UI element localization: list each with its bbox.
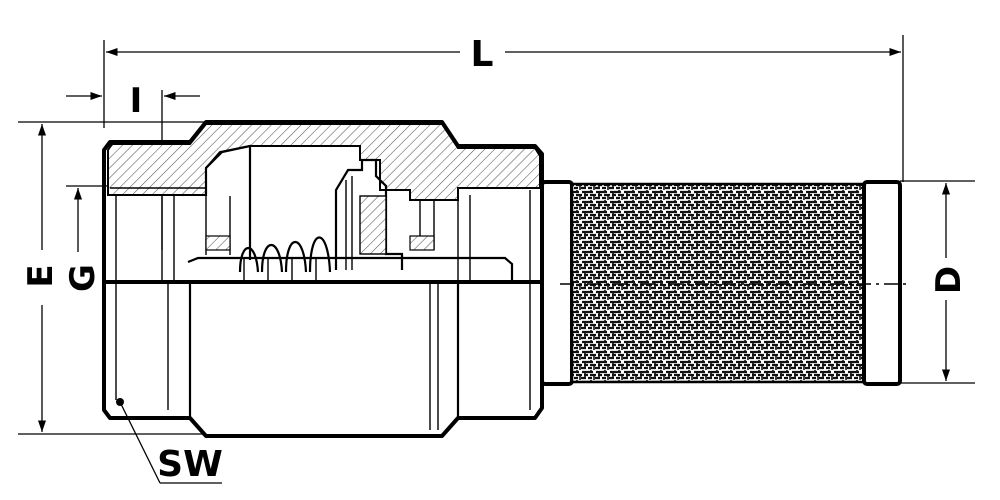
dimension-label-filter-diameter: D [929, 266, 969, 294]
dimension-length: L [103, 34, 904, 182]
strainer-mesh [570, 182, 866, 384]
valve-body [102, 120, 544, 438]
strainer-right-ring [862, 180, 902, 386]
wrench-size-callout: SW [116, 398, 223, 485]
dimension-label-thread: G [63, 264, 103, 292]
dimension-thread: G [63, 185, 110, 292]
dimension-filter-diameter: D [900, 180, 975, 384]
dimension-outer-diameter: E [18, 121, 205, 435]
dimension-label-length: L [471, 34, 494, 75]
dimension-label-outer-diameter: E [21, 264, 61, 287]
spring [238, 236, 332, 282]
strainer [540, 180, 906, 386]
dimension-label-insert: I [130, 81, 143, 121]
strainer-left-ring [540, 180, 574, 386]
poppet [334, 158, 404, 270]
dimension-label-wrench-size: SW [157, 444, 223, 485]
